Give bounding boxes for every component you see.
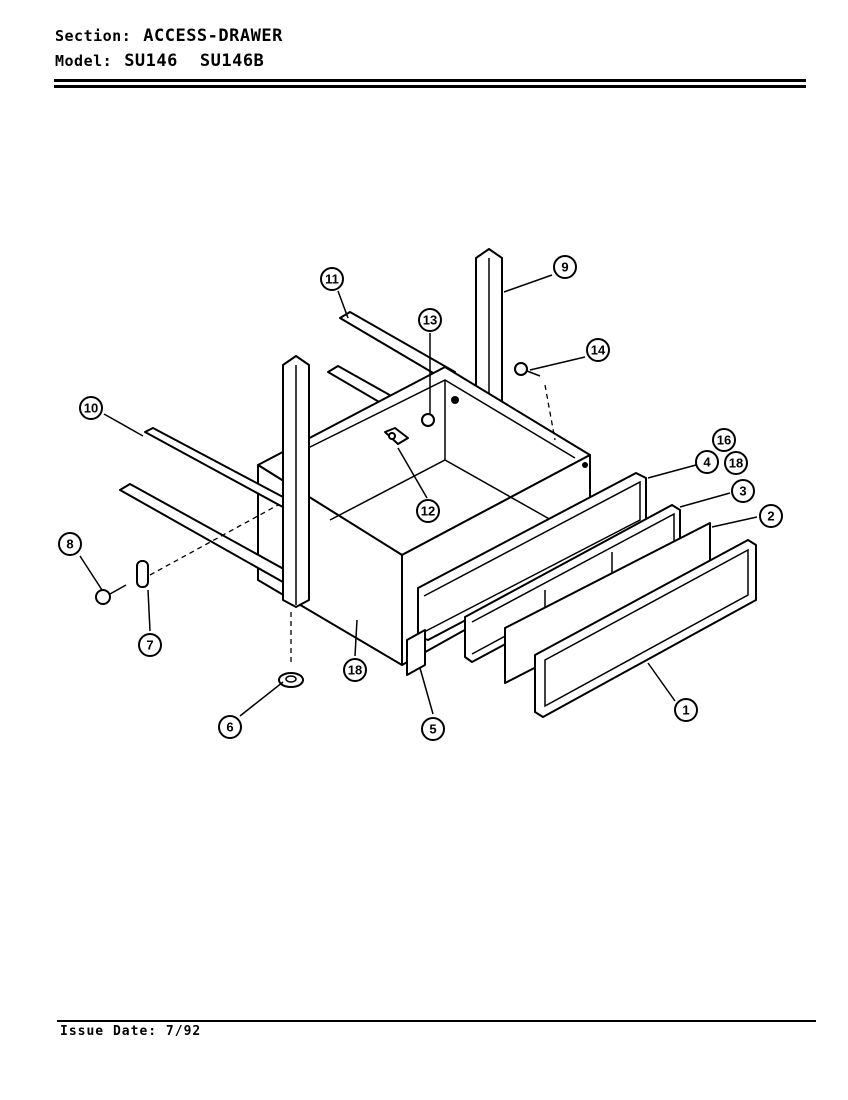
- clip-7: [136, 560, 149, 588]
- svg-text:10: 10: [84, 401, 98, 416]
- svg-text:5: 5: [429, 722, 436, 737]
- section-value: ACCESS-DRAWER: [143, 26, 283, 46]
- callout-14: 14: [586, 338, 610, 362]
- callout-12: 12: [416, 499, 440, 523]
- alignment-line: [544, 384, 556, 441]
- drawer-front-trim: [534, 539, 757, 718]
- svg-text:8: 8: [66, 537, 73, 552]
- callout-2: 2: [759, 504, 783, 528]
- leveling-foot: [278, 612, 304, 688]
- callout-5: 5: [421, 717, 445, 741]
- model-header: Model: SU146 SU146B: [55, 51, 264, 71]
- svg-text:13: 13: [423, 313, 437, 328]
- svg-text:18: 18: [729, 456, 743, 471]
- svg-text:4: 4: [703, 455, 711, 470]
- issue-date: Issue Date: 7/92: [60, 1024, 202, 1039]
- callout-10: 10: [79, 396, 103, 420]
- callout-16: 16: [712, 428, 736, 452]
- leader-lines: [79, 274, 758, 717]
- screw-13: [421, 413, 435, 427]
- section-label: Section:: [55, 27, 132, 45]
- left-side-rail: [282, 355, 310, 608]
- section-header: Section: ACCESS-DRAWER: [55, 26, 283, 46]
- model-1: SU146: [124, 51, 178, 71]
- callout-18-front: 18: [724, 451, 748, 475]
- bracket-12: [384, 427, 409, 445]
- footer-rule: [57, 1020, 816, 1022]
- svg-text:3: 3: [739, 484, 746, 499]
- svg-text:2: 2: [767, 509, 774, 524]
- svg-text:7: 7: [146, 638, 153, 653]
- callout-11: 11: [320, 267, 344, 291]
- callout-7: 7: [138, 633, 162, 657]
- screw-8: [95, 584, 127, 605]
- model-label: Model:: [55, 52, 113, 70]
- callout-1: 1: [674, 698, 698, 722]
- svg-text:11: 11: [325, 272, 339, 287]
- svg-text:12: 12: [421, 504, 435, 519]
- svg-text:16: 16: [717, 433, 731, 448]
- svg-text:9: 9: [561, 260, 568, 275]
- model-2: SU146B: [199, 51, 265, 71]
- header-rule-bottom: [54, 85, 806, 88]
- bracket-5: [406, 629, 426, 676]
- callout-18-box: 18: [343, 658, 367, 682]
- screw-14: [514, 362, 541, 377]
- callout-4: 4: [695, 450, 719, 474]
- callout-3: 3: [731, 479, 755, 503]
- callout-6: 6: [218, 715, 242, 739]
- callout-9: 9: [553, 255, 577, 279]
- svg-text:14: 14: [591, 343, 606, 358]
- callout-8: 8: [58, 532, 82, 556]
- header-rule-top: [54, 79, 806, 82]
- svg-text:18: 18: [348, 663, 362, 678]
- alignment-line: [149, 504, 279, 576]
- svg-text:6: 6: [226, 720, 233, 735]
- svg-text:1: 1: [682, 703, 689, 718]
- callout-13: 13: [418, 308, 442, 332]
